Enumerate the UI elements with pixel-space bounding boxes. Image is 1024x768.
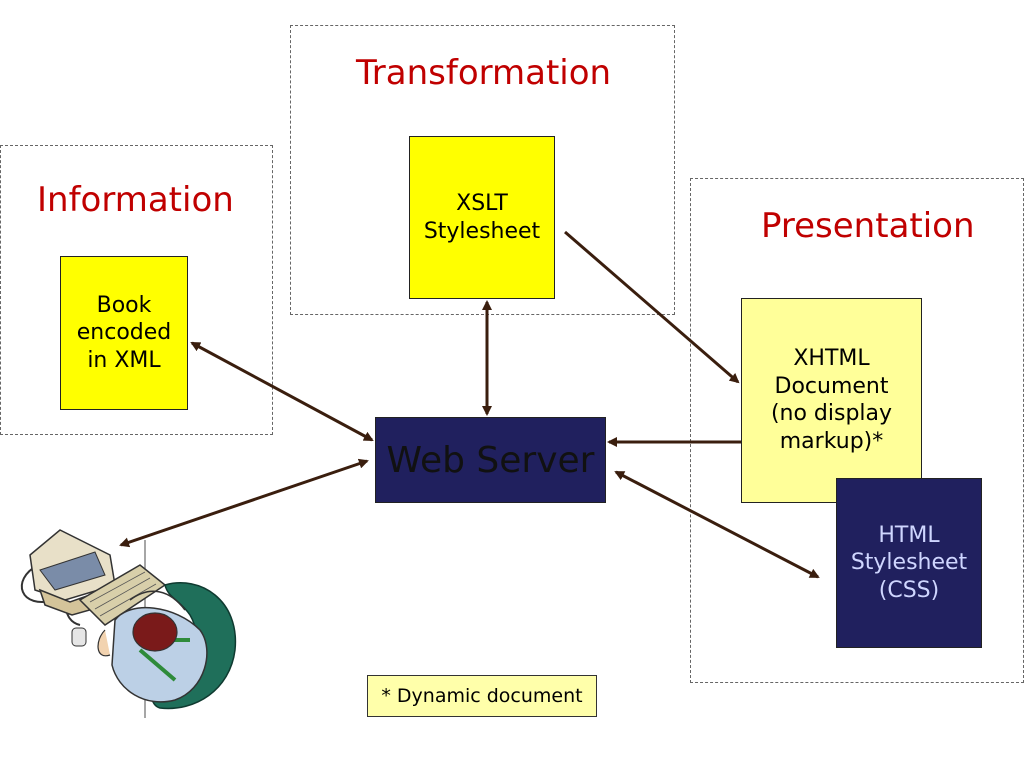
information-heading: Information: [37, 180, 234, 220]
web-server-box: Web Server: [375, 417, 606, 503]
book-xml-box: Book encoded in XML: [60, 256, 188, 410]
presentation-heading: Presentation: [761, 206, 975, 246]
css-stylesheet-box: HTML Stylesheet (CSS): [836, 478, 982, 648]
information-group: [0, 145, 273, 435]
arrow-webserver-user: [119, 458, 369, 548]
arrow-book-webserver: [190, 341, 374, 442]
person-at-computer-icon: [20, 529, 237, 718]
arrow-xslt-xhtml: [564, 230, 740, 384]
transformation-heading: Transformation: [356, 53, 612, 93]
xslt-stylesheet-box: XSLT Stylesheet: [409, 136, 555, 299]
arrow-webserver-css: [614, 470, 820, 579]
dynamic-document-note: * Dynamic document: [367, 675, 597, 717]
xhtml-document-box: XHTML Document (no display markup)*: [741, 298, 922, 503]
